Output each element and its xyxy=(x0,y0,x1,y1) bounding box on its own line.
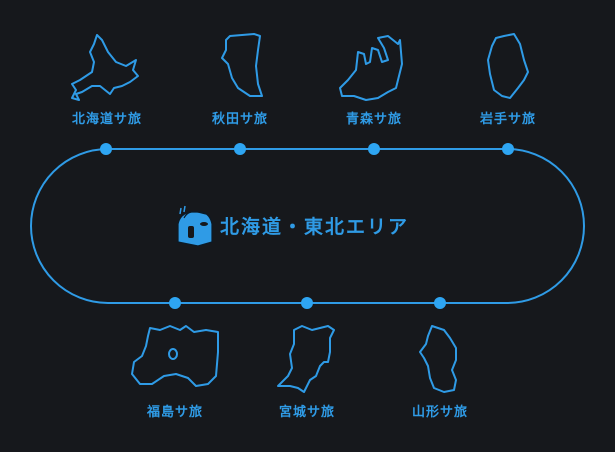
lake-inawashiro-icon xyxy=(168,348,178,360)
node-dot-akita xyxy=(234,143,246,155)
region-label-yamagata[interactable]: 山形サ旅 xyxy=(411,405,468,420)
region-label-akita[interactable]: 秋田サ旅 xyxy=(211,112,268,127)
node-dot-yamagata xyxy=(434,297,446,309)
akita-map-icon xyxy=(221,33,263,97)
iwate-map-icon xyxy=(487,33,529,99)
fukushima-map-icon xyxy=(131,325,219,387)
node-dot-fukushima xyxy=(169,297,181,309)
aomori-map-icon xyxy=(339,35,403,101)
region-label-fukushima[interactable]: 福島サ旅 xyxy=(146,405,203,420)
miyagi-map-icon xyxy=(277,325,335,393)
node-dot-iwate xyxy=(502,143,514,155)
area-title: 北海道・東北エリア xyxy=(220,216,410,238)
region-label-hokkaido[interactable]: 北海道サ旅 xyxy=(71,112,142,127)
region-label-iwate[interactable]: 岩手サ旅 xyxy=(479,112,536,127)
yamagata-map-icon xyxy=(419,325,457,393)
region-label-aomori[interactable]: 青森サ旅 xyxy=(345,112,402,127)
track-loop xyxy=(30,148,585,304)
igloo-house-icon xyxy=(177,205,213,247)
region-label-miyagi[interactable]: 宮城サ旅 xyxy=(278,405,335,420)
node-dot-aomori xyxy=(368,143,380,155)
node-dot-miyagi xyxy=(301,297,313,309)
hokkaido-map-icon xyxy=(71,34,139,101)
node-dot-hokkaido xyxy=(100,143,112,155)
